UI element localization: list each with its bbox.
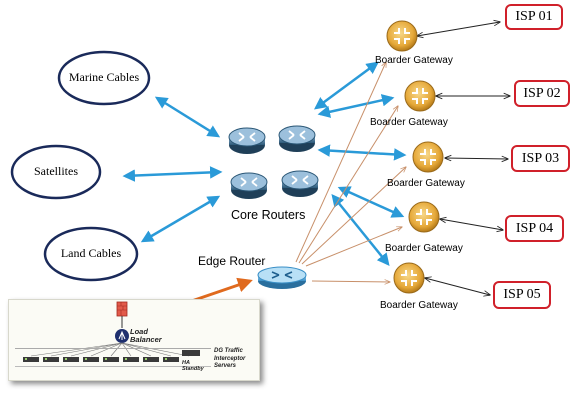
datacenter-graphic bbox=[15, 301, 211, 367]
link-gw5-isp5 bbox=[425, 278, 490, 295]
link-edge-gw5 bbox=[311, 281, 390, 282]
link-satellites-core bbox=[122, 166, 223, 182]
isp-box-03: ISP 03 bbox=[511, 145, 570, 172]
isp-box-05: ISP 05 bbox=[493, 281, 551, 309]
gateway-label-5: Boarder Gateway bbox=[380, 300, 458, 311]
link-core-gw2 bbox=[317, 94, 395, 118]
link-gw3-isp3 bbox=[445, 158, 508, 159]
link-marine-core bbox=[154, 96, 221, 138]
interceptor-servers-label: DG Traffic Interceptor Servers bbox=[214, 348, 246, 369]
satellites-node bbox=[10, 144, 102, 200]
land-cables-node bbox=[43, 226, 139, 282]
satellites-label: Satellites bbox=[34, 164, 78, 178]
link-edge-gw4 bbox=[305, 227, 402, 267]
gateway-label-2: Boarder Gateway bbox=[370, 117, 448, 128]
gateway-label-1: Boarder Gateway bbox=[375, 55, 453, 66]
link-edge-gw3 bbox=[301, 167, 406, 265]
link-edge-gw1 bbox=[295, 62, 386, 263]
link-edge-gw2 bbox=[298, 106, 398, 264]
gateway-icons bbox=[386, 20, 444, 294]
load-balancer-icon bbox=[115, 329, 129, 343]
marine-cables-node bbox=[57, 50, 151, 106]
gateway-label-4: Boarder Gateway bbox=[385, 243, 463, 254]
link-core-gw3 bbox=[317, 144, 407, 161]
firewall-icon bbox=[116, 301, 128, 317]
link-core-gw4 bbox=[337, 186, 405, 218]
core-routers-label: Core Routers bbox=[231, 208, 306, 222]
link-land-core bbox=[140, 195, 221, 243]
isp-box-01: ISP 01 bbox=[505, 4, 563, 30]
load-balancer-label: Load Balancer bbox=[130, 327, 162, 344]
server-rack bbox=[23, 350, 200, 362]
isp-box-04: ISP 04 bbox=[505, 215, 564, 242]
link-core-gw5 bbox=[331, 194, 390, 266]
edge-router-icon bbox=[257, 266, 307, 289]
gateway-label-3: Boarder Gateway bbox=[387, 178, 465, 189]
marine-cables-label: Marine Cables bbox=[68, 70, 140, 84]
edge-router-label: Edge Router bbox=[198, 254, 266, 268]
link-gw4-isp4 bbox=[440, 219, 503, 230]
link-gw1-isp1 bbox=[417, 22, 500, 36]
isp-box-02: ISP 02 bbox=[514, 80, 570, 107]
standby-label: HA Standby bbox=[182, 360, 204, 372]
datacenter-panel: Load Balancer HA Standby DG Traffic Inte… bbox=[8, 299, 260, 381]
land-cables-label: Land Cables bbox=[60, 246, 122, 260]
core-routers-icon bbox=[228, 125, 319, 199]
